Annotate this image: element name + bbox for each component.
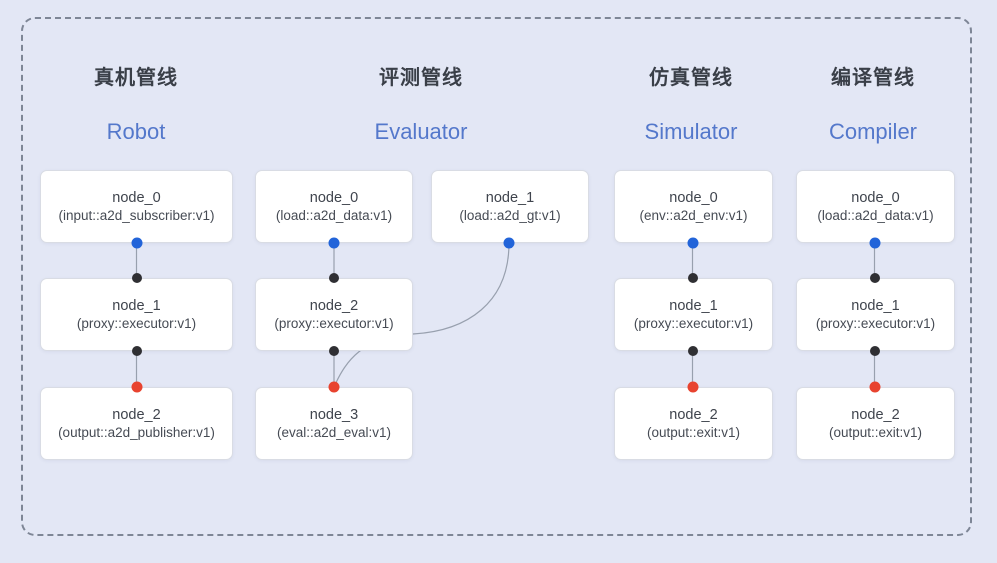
node-detail: (proxy::executor:v1) bbox=[815, 316, 936, 331]
port-dot-black bbox=[687, 273, 698, 283]
port-dot-black bbox=[131, 273, 142, 283]
evaluator-node-1: node_1 (load::a2d_gt:v1) bbox=[431, 170, 589, 243]
compiler-node-1: node_1 (proxy::executor:v1) bbox=[796, 278, 955, 351]
node-name: node_0 bbox=[112, 189, 161, 206]
robot-node-0: node_0 (input::a2d_subscriber:v1) bbox=[40, 170, 233, 243]
port-dot-blue bbox=[869, 237, 880, 249]
simulator-title-zh: 仿真管线 bbox=[649, 67, 733, 89]
compiler-node-2: node_2 (output::exit:v1) bbox=[796, 387, 955, 460]
evaluator-title-en: Evaluator bbox=[374, 119, 468, 144]
robot-title-en: Robot bbox=[106, 119, 166, 144]
node-name: node_0 bbox=[309, 189, 359, 206]
port-dot-red bbox=[131, 381, 142, 393]
node-name: node_0 bbox=[851, 189, 900, 206]
node-name: node_1 bbox=[669, 297, 718, 314]
node-detail: (proxy::executor:v1) bbox=[633, 316, 754, 331]
port-dot-blue bbox=[503, 237, 515, 249]
simulator-node-2: node_2 (output::exit:v1) bbox=[614, 387, 773, 460]
node-detail: (output::exit:v1) bbox=[828, 425, 923, 440]
dashed-frame bbox=[21, 17, 972, 536]
node-detail: (proxy::executor:v1) bbox=[274, 316, 394, 331]
evaluator-gt-curve bbox=[333, 242, 510, 388]
node-detail: (input::a2d_subscriber:v1) bbox=[58, 208, 215, 223]
node-detail: (env::a2d_env:v1) bbox=[639, 208, 748, 223]
node-detail: (load::a2d_data:v1) bbox=[817, 208, 934, 223]
port-dot-blue bbox=[131, 237, 142, 249]
port-dot-black bbox=[131, 346, 142, 356]
port-dot-blue bbox=[328, 237, 340, 249]
compiler-title-zh: 编译管线 bbox=[831, 67, 915, 89]
node-name: node_1 bbox=[112, 297, 161, 314]
simulator-node-0: node_0 (env::a2d_env:v1) bbox=[614, 170, 773, 243]
node-name: node_3 bbox=[309, 406, 359, 423]
node-name: node_1 bbox=[851, 297, 900, 314]
node-detail: (load::a2d_gt:v1) bbox=[459, 208, 561, 223]
evaluator-node-2: node_2 (proxy::executor:v1) bbox=[255, 278, 413, 351]
simulator-node-1: node_1 (proxy::executor:v1) bbox=[614, 278, 773, 351]
node-name: node_2 bbox=[309, 297, 359, 314]
port-dot-black bbox=[869, 346, 880, 356]
node-detail: (proxy::executor:v1) bbox=[76, 316, 197, 331]
node-detail: (output::exit:v1) bbox=[646, 425, 741, 440]
port-dot-blue bbox=[687, 237, 698, 249]
robot-title-zh: 真机管线 bbox=[94, 67, 178, 89]
node-name: node_2 bbox=[112, 406, 161, 423]
evaluator-node-0: node_0 (load::a2d_data:v1) bbox=[255, 170, 413, 243]
robot-node-2: node_2 (output::a2d_publisher:v1) bbox=[40, 387, 233, 460]
node-name: node_1 bbox=[485, 189, 535, 206]
robot-node-1: node_1 (proxy::executor:v1) bbox=[40, 278, 233, 351]
node-name: node_2 bbox=[851, 406, 900, 423]
port-dot-red bbox=[869, 381, 880, 393]
node-name: node_0 bbox=[669, 189, 718, 206]
simulator-title-en: Simulator bbox=[644, 119, 738, 144]
port-dot-red bbox=[328, 381, 340, 393]
port-dot-black bbox=[687, 346, 698, 356]
port-dot-red bbox=[687, 381, 698, 393]
evaluator-title-zh: 评测管线 bbox=[379, 67, 463, 89]
compiler-node-0: node_0 (load::a2d_data:v1) bbox=[796, 170, 955, 243]
node-detail: (eval::a2d_eval:v1) bbox=[276, 425, 392, 440]
compiler-title-en: Compiler bbox=[828, 119, 918, 144]
port-dot-black bbox=[329, 346, 339, 356]
evaluator-node-3: node_3 (eval::a2d_eval:v1) bbox=[255, 387, 413, 460]
port-dot-black bbox=[329, 273, 339, 283]
node-detail: (output::a2d_publisher:v1) bbox=[58, 425, 215, 440]
port-dot-black bbox=[869, 273, 880, 283]
node-detail: (load::a2d_data:v1) bbox=[275, 208, 393, 223]
node-name: node_2 bbox=[669, 406, 718, 423]
